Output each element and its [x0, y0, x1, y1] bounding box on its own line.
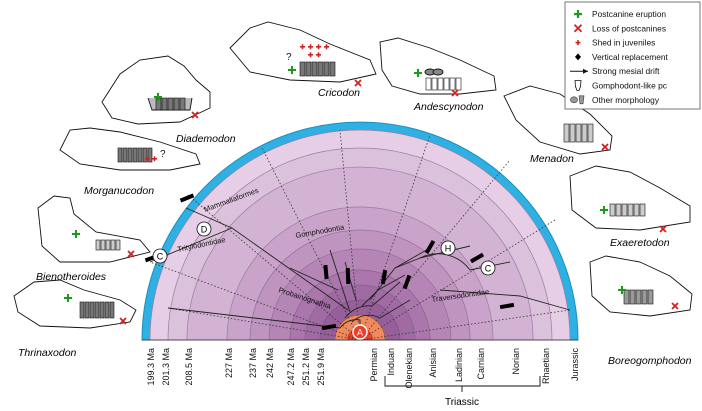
svg-text:D: D [201, 224, 208, 234]
legend-item-diamond-black: Vertical replacement [575, 52, 669, 62]
legend-label: Loss of postcanines [592, 23, 666, 33]
stage-tick: Ladinian [454, 348, 464, 382]
svg-text:C: C [485, 263, 492, 273]
stage-tick: Jurassic [570, 348, 580, 382]
svg-text:A: A [357, 327, 363, 337]
node-A-4: A [352, 324, 368, 340]
taxon-label-boreogomphodon: Boreogomphodon [608, 355, 692, 367]
legend-label: Shed in juveniles [592, 38, 655, 48]
legend-label: Strong mesial drift [592, 66, 660, 76]
phylogeny-branches [149, 207, 571, 335]
stage-tick: Rhaetian [541, 348, 551, 384]
legend-item-arrow: Strong mesial drift [570, 66, 660, 76]
svg-text:?: ? [160, 149, 166, 160]
legend-item-plus-green: Postcanine eruption [574, 9, 666, 19]
age-tick: 251.9 Ma [316, 348, 326, 386]
legend-label: Postcanine eruption [592, 9, 666, 19]
skull-exaeretodon [569, 165, 691, 231]
legend-item-plus-red-small: Shed in juveniles [575, 38, 655, 48]
svg-text:?: ? [286, 52, 292, 63]
node-labels: D C H C A [152, 221, 496, 340]
legend-item-x-red: Loss of postcanines [573, 23, 666, 33]
legend-label: Gomphodont-like pc [592, 81, 667, 91]
tooth-markers: ? ? [64, 44, 679, 325]
age-tick: 237 Ma [248, 348, 258, 378]
legend-label: Vertical replacement [592, 52, 669, 62]
age-tick: 247.2 Ma [286, 348, 296, 386]
skull-morganucodon [59, 127, 201, 171]
node-C-1: C [152, 248, 168, 264]
age-tick: 227 Ma [224, 348, 234, 378]
taxon-label-andescynodon: Andescynodon [413, 101, 484, 113]
legend-item-other-tooth: Other morphology [570, 95, 660, 105]
branch-bars [144, 193, 515, 331]
stage-tick: Induan [386, 348, 396, 376]
taxon-labels: Diademodon CricodonAndescynodonMorganucod… [18, 87, 692, 367]
stage-tick: Permian [369, 348, 379, 382]
taxon-label-diademodon: Diademodon [176, 133, 236, 145]
stage-tick: Anisian [428, 348, 438, 378]
node-D-0: D [196, 221, 212, 237]
skull-andescynodon [379, 37, 497, 95]
time-axis-ticks: 199.3 Ma 201.3 Ma 208.5 Ma 227 Ma 237 Ma 242 … [146, 348, 580, 389]
taxon-label-exaeretodon: Exaeretodon [610, 237, 670, 249]
legend-item-gomphodont-tooth: Gomphodont-like pc [574, 80, 667, 91]
triassic-label: Triassic [445, 397, 479, 408]
taxon-label-menadon: Menadon [530, 153, 574, 165]
age-tick: 208.5 Ma [184, 348, 194, 386]
skull-thrinaxodon [13, 279, 137, 329]
svg-text:C: C [157, 251, 164, 261]
legend-label: Other morphology [592, 95, 660, 105]
triassic-bracket: Triassic [384, 376, 541, 408]
svg-text:H: H [445, 243, 452, 253]
age-tick: 242 Ma [265, 348, 275, 378]
skull-bienotheroides [37, 195, 151, 263]
taxon-label-bienotheroides: Bienotheroides [36, 271, 107, 283]
skull-boreogomphodon [589, 255, 693, 317]
stage-tick: Olenekian [404, 348, 414, 389]
stage-tick: Norian [511, 348, 521, 375]
age-tick: 251.2 Ma [301, 348, 311, 386]
skull-cricodon [229, 21, 377, 83]
skull-menadon [503, 85, 613, 155]
node-H-2: H [440, 240, 456, 256]
taxon-label-morganucodon: Morganucodon [84, 185, 154, 197]
node-C-3: C [480, 260, 496, 276]
skull-illustrations [13, 21, 693, 329]
taxon-label-thrinaxodon: Thrinaxodon [18, 347, 77, 359]
taxon-label-cricodon: Cricodon [318, 87, 360, 99]
stage-tick: Carnian [476, 348, 486, 380]
age-tick: 201.3 Ma [161, 348, 171, 386]
time-rings [141, 121, 579, 341]
age-tick: 199.3 Ma [146, 348, 156, 386]
